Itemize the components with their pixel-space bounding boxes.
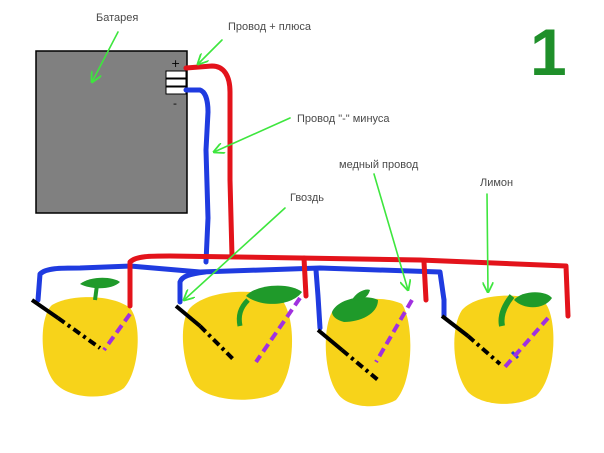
figure-number: 1 xyxy=(530,15,567,89)
wire-plus-main xyxy=(183,63,235,259)
annotation-arrows xyxy=(92,31,488,300)
nail-1-dashed xyxy=(56,316,102,350)
leaf-2 xyxy=(246,285,302,304)
leaf-1 xyxy=(80,277,120,289)
nails xyxy=(30,298,502,382)
label-wire-plus: Провод + плюса xyxy=(228,21,312,33)
lemon-4 xyxy=(454,295,554,404)
nail-2 xyxy=(174,304,202,328)
arrow-wire-plus xyxy=(198,39,223,64)
nail-1 xyxy=(30,298,60,320)
wire-minus-main xyxy=(183,87,211,265)
battery-terminal-middle xyxy=(165,78,187,87)
arrow-copper-wire xyxy=(373,173,408,290)
nail-3 xyxy=(316,328,344,352)
annotation-labels: Батарея Провод + плюса Провод "-" минуса… xyxy=(96,12,567,204)
nail-3-dashed xyxy=(340,348,380,382)
copper-wire-4 xyxy=(502,316,550,370)
wire-minus-bus xyxy=(35,263,447,303)
wire-plus xyxy=(127,63,571,319)
label-battery: Батарея xyxy=(96,12,138,24)
copper-wires xyxy=(102,296,550,370)
label-copper-wire: медный провод xyxy=(339,159,419,171)
nail-2-dashed xyxy=(198,324,236,362)
lemon-3 xyxy=(325,298,411,407)
arrow-lemon xyxy=(487,193,488,292)
arrow-wire-minus xyxy=(214,117,291,152)
lemons xyxy=(42,291,554,407)
copper-wire-1 xyxy=(102,312,132,352)
arrow-nail xyxy=(184,207,286,300)
leaf-2-stem xyxy=(236,298,250,327)
label-lemon: Лимон xyxy=(480,177,513,189)
leaf-4 xyxy=(514,292,552,308)
leaves xyxy=(80,277,552,327)
wire-minus-drop-2 xyxy=(177,269,208,305)
leaf-1-stem xyxy=(93,284,99,301)
label-wire-minus: Провод "-" минуса xyxy=(297,113,390,125)
wire-plus-drop-3 xyxy=(421,259,429,303)
battery-minus-sign: - xyxy=(173,97,177,110)
wire-plus-drop-2 xyxy=(301,255,309,299)
nail-4 xyxy=(440,314,470,338)
battery-terminal-minus xyxy=(165,86,187,95)
leaf-4-stem xyxy=(498,294,515,327)
wire-minus-drop-3 xyxy=(313,267,323,331)
nail-4-dashed xyxy=(466,334,502,366)
wire-minus xyxy=(35,87,520,360)
lemon-2 xyxy=(182,291,293,400)
copper-wire-2 xyxy=(254,296,302,364)
leaf-3-top xyxy=(352,289,370,301)
battery-plus-sign: + xyxy=(171,57,180,70)
leaf-3 xyxy=(332,297,378,322)
battery-terminal-plus xyxy=(165,70,187,79)
label-nail: Гвоздь xyxy=(290,192,324,204)
battery-body xyxy=(35,50,188,214)
copper-wire-3 xyxy=(374,298,414,364)
wire-plus-bus xyxy=(127,253,571,319)
battery: + - xyxy=(35,50,188,214)
lemon-1 xyxy=(42,297,138,397)
arrow-battery xyxy=(92,31,119,82)
